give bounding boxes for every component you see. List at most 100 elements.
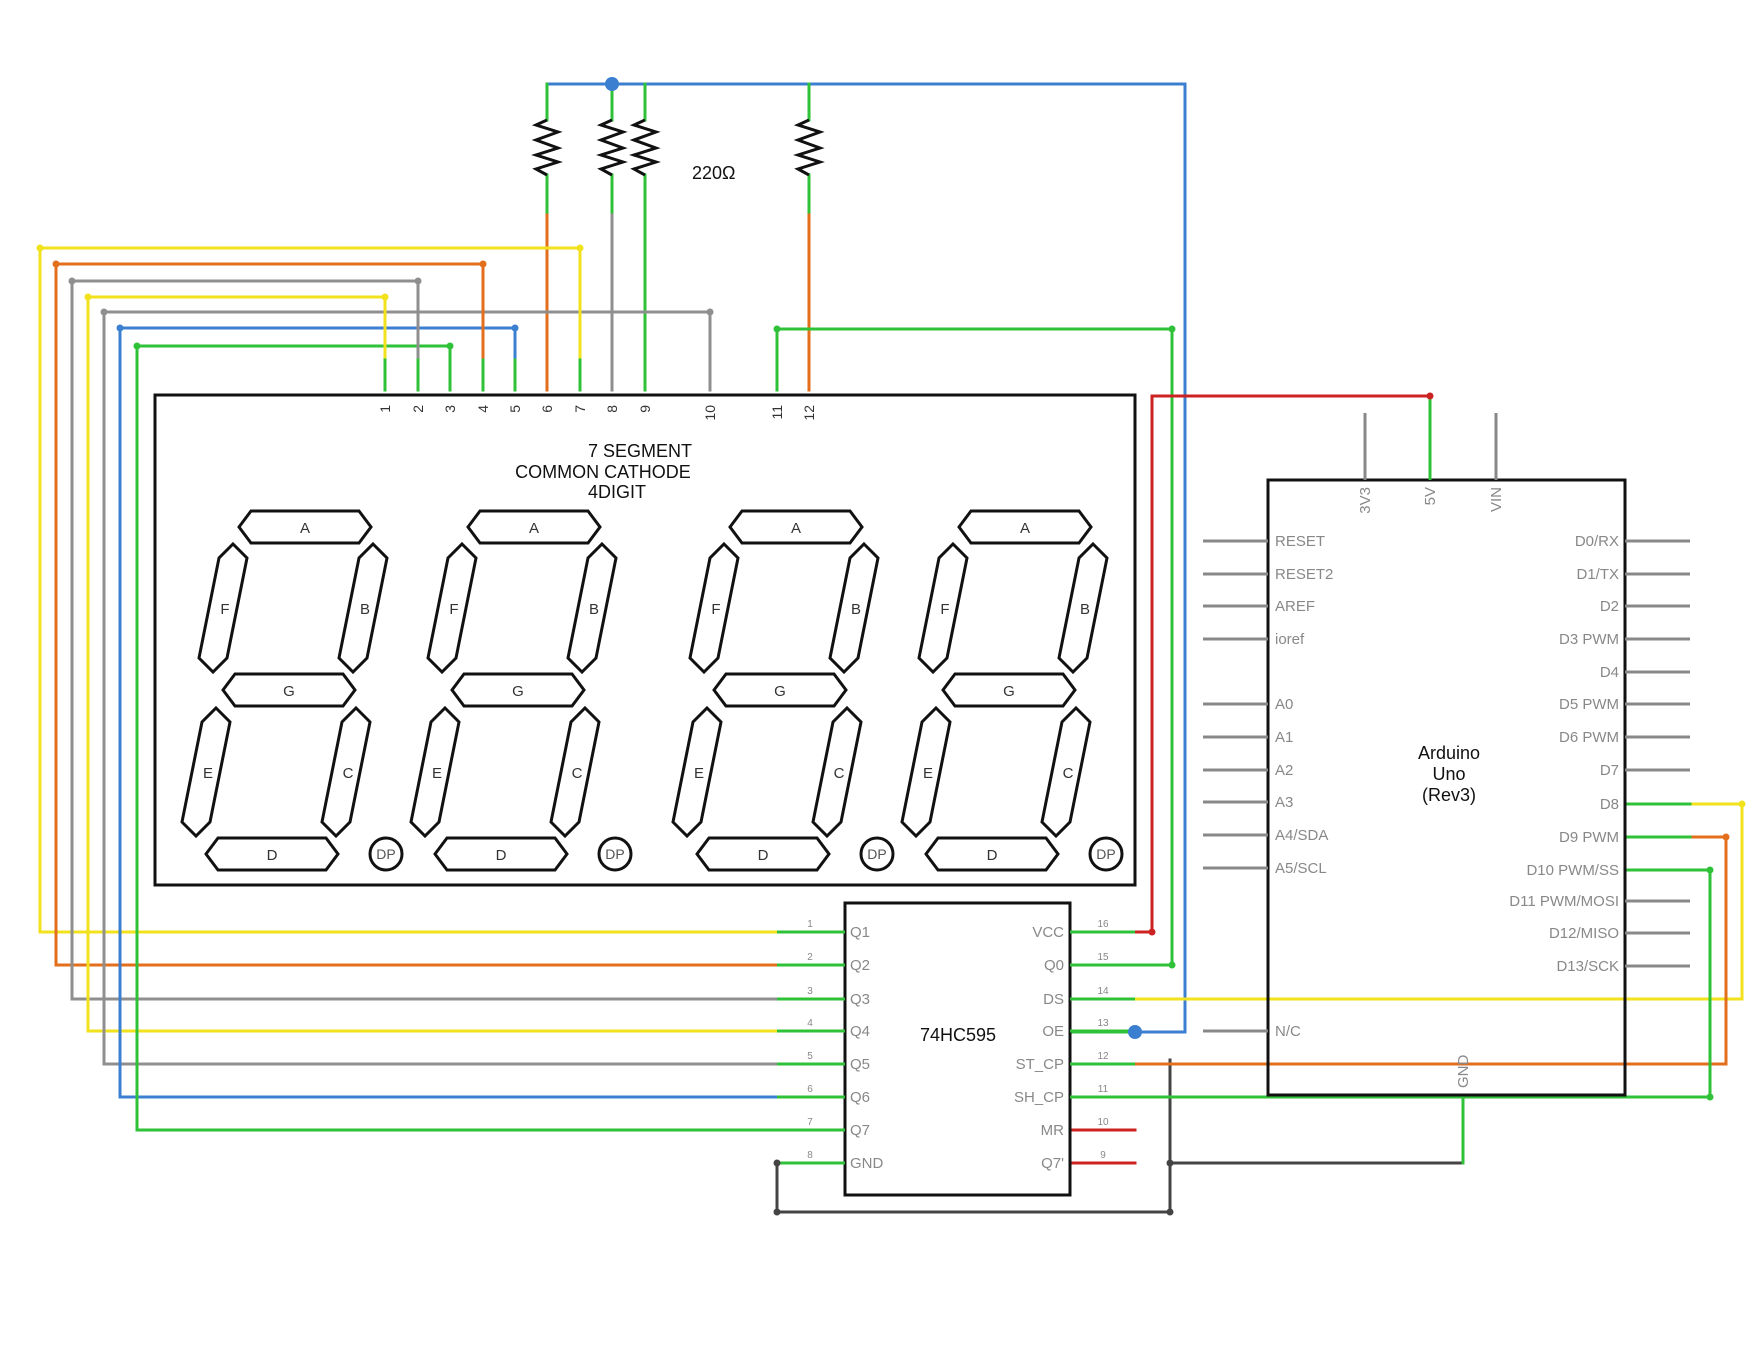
- wire-node: [446, 342, 454, 350]
- segment-a-label: A: [791, 520, 801, 537]
- segment-a: [957, 509, 1093, 545]
- shift-register-name: 74HC595: [920, 1025, 996, 1045]
- segment-b: [566, 541, 618, 675]
- arduino-pin-d0rx-label: D0/RX: [1575, 533, 1619, 550]
- wire-node: [511, 324, 519, 332]
- display-pin-6-label: 6: [539, 405, 555, 413]
- sr-pin-q5-label: Q5: [850, 1056, 870, 1073]
- arduino-pin-d3pwm-label: D3 PWM: [1559, 631, 1619, 648]
- wire-node: [100, 308, 108, 316]
- segment-e-label: E: [432, 765, 442, 782]
- segment-g-label: G: [1003, 683, 1015, 700]
- sr-pin-q2-label: Q2: [850, 957, 870, 974]
- arduino-pin-a4sda-label: A4/SDA: [1275, 827, 1328, 844]
- segment-g-label: G: [283, 683, 295, 700]
- segment-a-label: A: [529, 520, 539, 537]
- wire-node: [1426, 392, 1434, 400]
- sr-pin-q7-label: Q7': [1041, 1155, 1064, 1172]
- display-pin-1-label: 1: [377, 405, 393, 413]
- sr-pin-q6-label: Q6: [850, 1089, 870, 1106]
- wire-red: [1068, 394, 1432, 934]
- decimal-point-label: DP: [376, 846, 395, 862]
- arduino-name-line-2: Uno: [1432, 764, 1465, 784]
- wire-node: [1166, 1159, 1174, 1167]
- wire-node: [414, 277, 422, 285]
- wire-node: [576, 244, 584, 252]
- segment-f: [917, 541, 969, 675]
- display-title-line-3: 4DIGIT: [588, 482, 646, 502]
- arduino-pin-ioref-label: ioref: [1275, 631, 1305, 648]
- segment-a-label: A: [1020, 520, 1030, 537]
- sr-pin-number: 11: [1098, 1084, 1109, 1095]
- wire-green: [1068, 868, 1712, 1099]
- segment-a: [466, 509, 602, 545]
- sr-pin-number: 12: [1097, 1051, 1109, 1062]
- segment-e-label: E: [923, 765, 933, 782]
- arduino-pin-vin-label: VIN: [1488, 487, 1505, 512]
- display-pin-2-label: 2: [410, 405, 426, 413]
- sr-pin-number: 7: [807, 1117, 813, 1128]
- sr-pin-stcp-label: ST_CP: [1016, 1056, 1064, 1073]
- arduino-pin-reset2-label: RESET2: [1275, 566, 1333, 583]
- wire-node: [773, 325, 781, 333]
- display-pin-8-label: 8: [604, 405, 620, 413]
- arduino-name-line-1: Arduino: [1418, 743, 1480, 763]
- segment-d-label: D: [267, 847, 278, 864]
- arduino-name-line-3: (Rev3): [1422, 785, 1476, 805]
- display-pin-9-label: 9: [637, 405, 653, 413]
- arduino-pin-a0-label: A0: [1275, 696, 1293, 713]
- arduino-pin-d9pwm-label: D9 PWM: [1559, 829, 1619, 846]
- sr-pin-q7-label: Q7: [850, 1122, 870, 1139]
- sr-pin-mr-label: MR: [1041, 1122, 1064, 1139]
- wire-node: [116, 324, 124, 332]
- arduino-body: [1266, 478, 1627, 1097]
- arduino-uno: Arduino Uno (Rev3) 3V3 5V VIN RESET RESET2AR…: [1203, 413, 1690, 1097]
- segment-b-label: B: [851, 601, 861, 618]
- display-pin-7-label: 7: [572, 405, 588, 413]
- decimal-point: [1088, 836, 1124, 872]
- wire-node: [36, 244, 44, 252]
- segment-b-label: B: [589, 601, 599, 618]
- segment-g: [221, 672, 357, 708]
- decimal-point-label: DP: [1096, 846, 1115, 862]
- sr-pin-number: 5: [807, 1051, 813, 1062]
- segment-f-label: F: [220, 601, 229, 618]
- wire-node: [1706, 1093, 1714, 1101]
- decimal-point: [597, 836, 633, 872]
- arduino-pin-aref-label: AREF: [1275, 598, 1315, 615]
- sr-pin-number: 1: [807, 919, 813, 930]
- wire-node: [133, 342, 141, 350]
- wire-blue: [118, 326, 847, 1099]
- wire-yellow: [38, 246, 847, 934]
- segment-c-label: C: [572, 765, 583, 782]
- arduino-pin-d8-label: D8: [1600, 796, 1619, 813]
- segment-b-label: B: [360, 601, 370, 618]
- arduino-pin-d6pwm-label: D6 PWM: [1559, 729, 1619, 746]
- arduino-pin-nc-label: N/C: [1275, 1023, 1301, 1040]
- wire-node: [706, 308, 714, 316]
- sr-pin-number: 4: [807, 1018, 813, 1029]
- arduino-pin-reset-label: RESET: [1275, 533, 1325, 550]
- decimal-point-label: DP: [605, 846, 624, 862]
- segment-a: [728, 509, 864, 545]
- segment-c-label: C: [834, 765, 845, 782]
- segment-f-label: F: [449, 601, 458, 618]
- arduino-pin-d12miso-label: D12/MISO: [1549, 925, 1619, 942]
- wire-node: [479, 260, 487, 268]
- wire-gray: [102, 310, 847, 1066]
- segment-c: [549, 705, 601, 839]
- arduino-pin-5v-label: 5V: [1422, 487, 1439, 505]
- segment-e: [409, 705, 461, 839]
- display-pin-4-label: 4: [475, 405, 491, 413]
- segment-a: [237, 509, 373, 545]
- arduino-pin-3v3-label: 3V3: [1357, 487, 1374, 514]
- segment-c: [1040, 705, 1092, 839]
- arduino-pin-a5scl-label: A5/SCL: [1275, 860, 1327, 877]
